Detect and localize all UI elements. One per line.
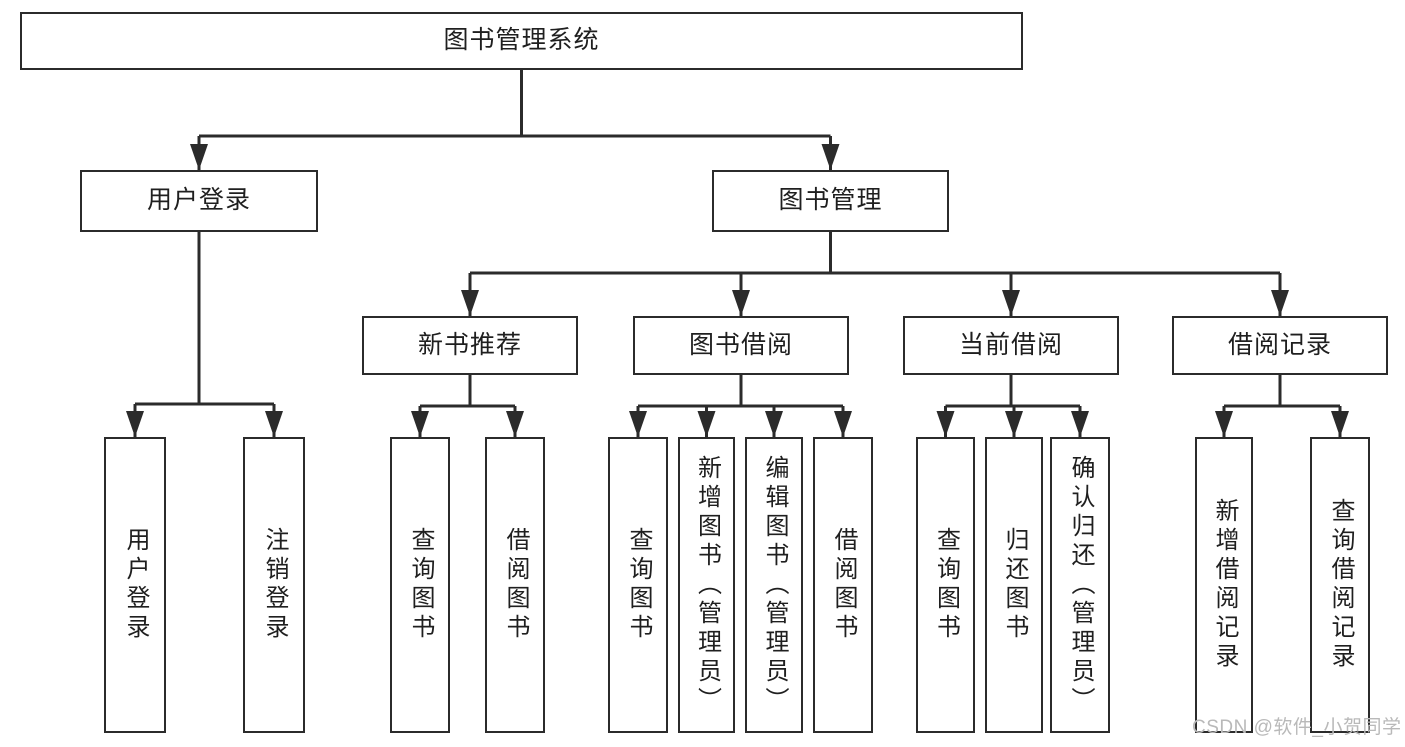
node-label: 注销登录 (261, 527, 288, 643)
node-leaf-11[interactable]: 确认归还（管理员） (1050, 437, 1110, 733)
node-leaf-13[interactable]: 查询借阅记录 (1310, 437, 1370, 733)
node-leaf-6[interactable]: 新增图书（管理员） (678, 437, 735, 733)
node-label: 图书借阅 (688, 330, 793, 359)
node-borrow[interactable]: 图书借阅 (633, 316, 849, 375)
node-label: 借阅记录 (1227, 330, 1332, 359)
node-label: 用户登录 (122, 527, 149, 643)
arrow-head-leaf-5 (629, 411, 647, 437)
node-label: 查询图书 (932, 527, 960, 643)
node-login[interactable]: 用户登录 (80, 170, 318, 232)
arrow-head-leaf-2 (265, 411, 283, 437)
node-current[interactable]: 当前借阅 (903, 316, 1119, 375)
node-label: 当前借阅 (958, 330, 1063, 359)
node-leaf-8[interactable]: 借阅图书 (813, 437, 873, 733)
node-root[interactable]: 图书管理系统 (20, 12, 1023, 70)
arrow-head-bookmgmt (821, 144, 840, 170)
node-label: 用户登录 (146, 186, 251, 215)
arrow-head-leaf-3 (411, 411, 429, 437)
node-leaf-5[interactable]: 查询图书 (608, 437, 668, 733)
node-label: 新增借阅记录 (1211, 498, 1238, 672)
arrow-head-leaf-13 (1331, 411, 1349, 437)
node-leaf-3[interactable]: 查询图书 (390, 437, 450, 733)
node-label: 借阅图书 (502, 527, 529, 643)
node-label: 新书推荐 (417, 330, 522, 359)
node-leaf-12[interactable]: 新增借阅记录 (1195, 437, 1253, 733)
arrow-head-current (1002, 290, 1020, 316)
arrow-head-leaf-11 (1071, 411, 1089, 437)
arrow-head-records (1271, 290, 1289, 316)
arrow-head-leaf-10 (1005, 411, 1023, 437)
node-label: 查询图书 (407, 527, 434, 643)
node-label: 编辑图书（管理员） (761, 454, 788, 716)
arrow-head-leaf-4 (506, 411, 524, 437)
arrow-head-leaf-12 (1215, 411, 1233, 437)
node-records[interactable]: 借阅记录 (1172, 316, 1388, 375)
node-label: 借阅图书 (830, 527, 857, 643)
node-label: 查询图书 (625, 527, 652, 643)
node-label: 图书管理 (778, 186, 883, 215)
node-label: 图书管理系统 (443, 26, 600, 55)
arrow-head-newbook (461, 290, 479, 316)
arrow-head-leaf-7 (765, 411, 783, 437)
node-newbook[interactable]: 新书推荐 (362, 316, 578, 375)
watermark-label: CSDN @软件_小贺同学 (1192, 717, 1402, 738)
arrow-head-leaf-9 (936, 411, 955, 437)
node-label: 新增图书（管理员） (693, 454, 721, 716)
arrow-head-leaf-6 (697, 411, 716, 437)
node-leaf-7[interactable]: 编辑图书（管理员） (745, 437, 803, 733)
arrow-head-borrow (732, 290, 750, 316)
node-leaf-4[interactable]: 借阅图书 (485, 437, 545, 733)
arrow-head-leaf-1 (126, 411, 144, 437)
node-leaf-10[interactable]: 归还图书 (985, 437, 1043, 733)
node-label: 查询借阅记录 (1327, 498, 1354, 672)
arrow-head-login (190, 144, 208, 170)
node-label: 归还图书 (1001, 527, 1028, 643)
node-leaf-9[interactable]: 查询图书 (916, 437, 975, 733)
node-label: 确认归还（管理员） (1067, 454, 1094, 716)
node-leaf-2[interactable]: 注销登录 (243, 437, 305, 733)
node-leaf-1[interactable]: 用户登录 (104, 437, 166, 733)
node-bookmgmt[interactable]: 图书管理 (712, 170, 949, 232)
arrow-head-leaf-8 (834, 411, 852, 437)
